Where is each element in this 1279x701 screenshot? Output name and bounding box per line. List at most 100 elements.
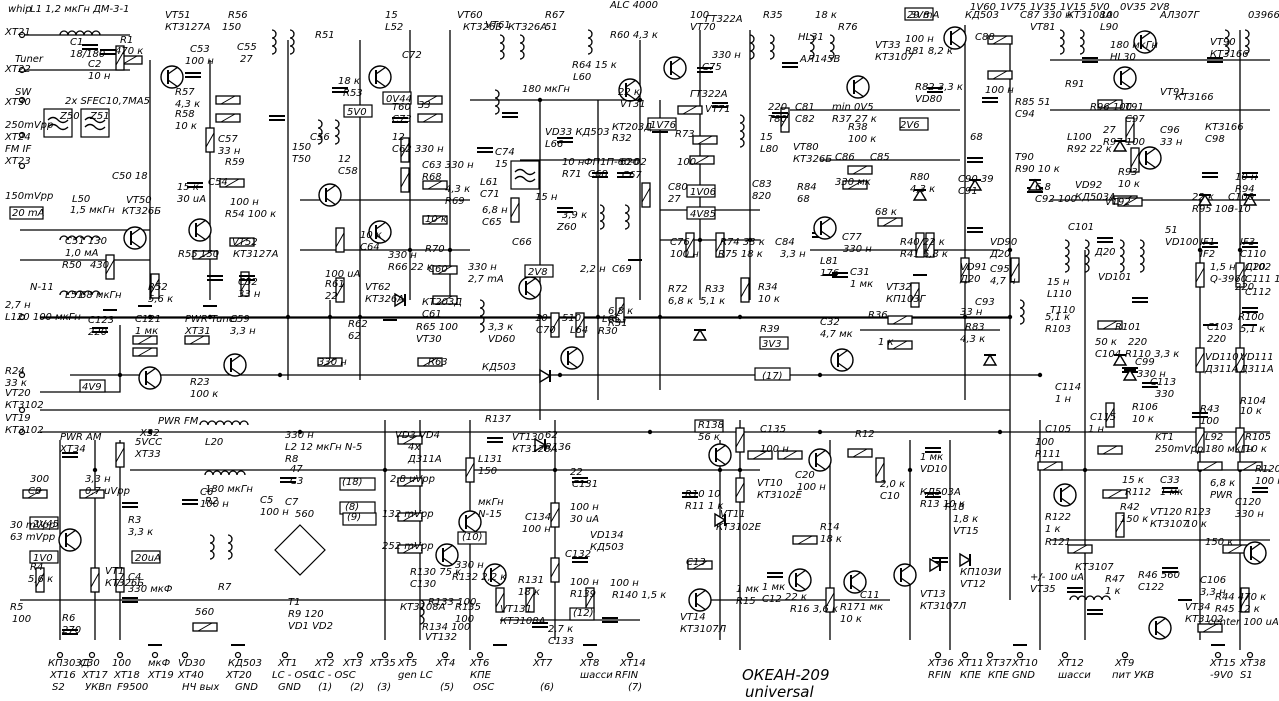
resistor <box>1102 489 1128 499</box>
resistor <box>397 435 423 445</box>
component-label: L120 100 мкГн <box>5 312 81 323</box>
component-label: 150 <box>200 249 219 260</box>
component-label: R122 <box>1045 512 1071 523</box>
component-label: C55 <box>237 42 257 53</box>
component-label: 3,3 к <box>128 527 153 538</box>
inductor <box>499 34 505 60</box>
component-label: VT60 <box>457 10 483 21</box>
component-label: FM IF <box>5 144 32 155</box>
component-label: -9V0 <box>1210 670 1233 681</box>
resistor <box>397 512 423 522</box>
component-label: 1 мк <box>135 326 158 337</box>
terminal <box>934 651 942 659</box>
component-label: 100 <box>690 10 709 21</box>
component-label: КТ3108А <box>500 616 546 627</box>
component-label: T1 <box>288 597 300 608</box>
component-label: R32 <box>612 133 632 144</box>
component-label: GND <box>235 682 258 693</box>
resistor <box>79 489 105 499</box>
junction-dot <box>737 467 743 473</box>
component-label: XT1 <box>277 658 297 669</box>
component-label: 10 н <box>1235 172 1258 183</box>
resistor <box>877 217 903 227</box>
component-label: 330 н <box>1235 509 1264 520</box>
component-label: ФП1П-60-02 <box>584 157 647 168</box>
component-label: VT130 <box>512 432 544 443</box>
junction-dot <box>407 247 413 253</box>
component-label: КД503А <box>1075 192 1116 203</box>
component-label: 100 н <box>570 502 599 513</box>
component-label: 220 <box>1128 337 1147 348</box>
capacitor <box>967 227 983 233</box>
component-label: R39 <box>760 324 780 335</box>
component-label: C64 <box>360 242 380 253</box>
capacitor <box>697 67 713 73</box>
transistor <box>808 448 832 472</box>
component-label: R134 100 <box>422 622 470 633</box>
component-label: R47 <box>1105 574 1125 585</box>
component-label: C56 <box>310 132 330 143</box>
junction-dot <box>1007 247 1013 253</box>
component-label: КТ3102 <box>5 400 44 411</box>
component-label: C133 <box>548 636 574 647</box>
component-label: R24 <box>5 366 25 377</box>
component-label: XT16 <box>49 670 76 681</box>
component-label: R5 <box>10 602 23 613</box>
diode <box>714 512 727 528</box>
component-label: LC - OSC <box>272 670 316 681</box>
inductor <box>769 34 775 60</box>
resistor <box>1235 347 1245 373</box>
component-label: C68 <box>588 169 608 180</box>
diode <box>1112 353 1128 366</box>
capacitor <box>925 492 941 498</box>
component-label: C86 <box>835 152 855 163</box>
component-label: 33 н <box>960 307 983 318</box>
component-label: 620 <box>620 157 639 168</box>
component-label: R91 <box>1065 79 1085 90</box>
component-label: (1) <box>318 682 332 693</box>
component-label: C83 <box>752 179 772 190</box>
component-label: 1V06 <box>690 187 716 198</box>
component-label: 2,7 н <box>5 300 31 311</box>
resistor <box>335 227 345 253</box>
component-label: VT14 <box>680 612 706 623</box>
component-label: 1 н <box>1088 424 1105 435</box>
component-label: 1 мк <box>860 602 883 613</box>
component-label: C74 <box>495 147 515 158</box>
component-label: 180 мкГн <box>205 484 253 495</box>
resistor <box>1010 257 1020 283</box>
junction-dot <box>747 237 753 243</box>
terminal <box>381 651 389 659</box>
component-label: 1V35 <box>1030 2 1056 13</box>
junction-dot <box>537 314 543 320</box>
component-label: center 100 uA <box>1208 617 1279 628</box>
component-label: 330 н <box>468 262 497 273</box>
resistor <box>887 340 913 350</box>
junction-dot <box>647 429 653 435</box>
inductor <box>199 420 249 426</box>
component-label: КД503 <box>482 362 516 373</box>
terminal <box>356 651 364 659</box>
component-label: 100 н <box>610 578 639 589</box>
component-label: C135 <box>760 424 786 435</box>
component-label: R31 <box>608 318 628 329</box>
component-label: C53 <box>190 44 210 55</box>
voltage-box <box>904 7 934 21</box>
component-label: КТ326А <box>365 294 404 305</box>
component-label: (5) <box>440 682 454 693</box>
voltage-box <box>343 104 373 118</box>
voltage-box <box>457 531 487 545</box>
component-label: C61 <box>422 309 442 320</box>
resistor <box>1097 445 1123 455</box>
junction-dot <box>147 429 153 435</box>
component-label: R105 <box>1245 432 1271 443</box>
component-label: C131 <box>572 479 598 490</box>
component-label: C92 100 <box>1035 194 1077 205</box>
component-label: 30 mVpp <box>10 520 55 531</box>
diode <box>1112 139 1128 152</box>
terminal <box>476 651 484 659</box>
component-label: 1 мк <box>850 279 873 290</box>
inductor <box>1224 29 1230 55</box>
junction-dot <box>277 372 283 378</box>
